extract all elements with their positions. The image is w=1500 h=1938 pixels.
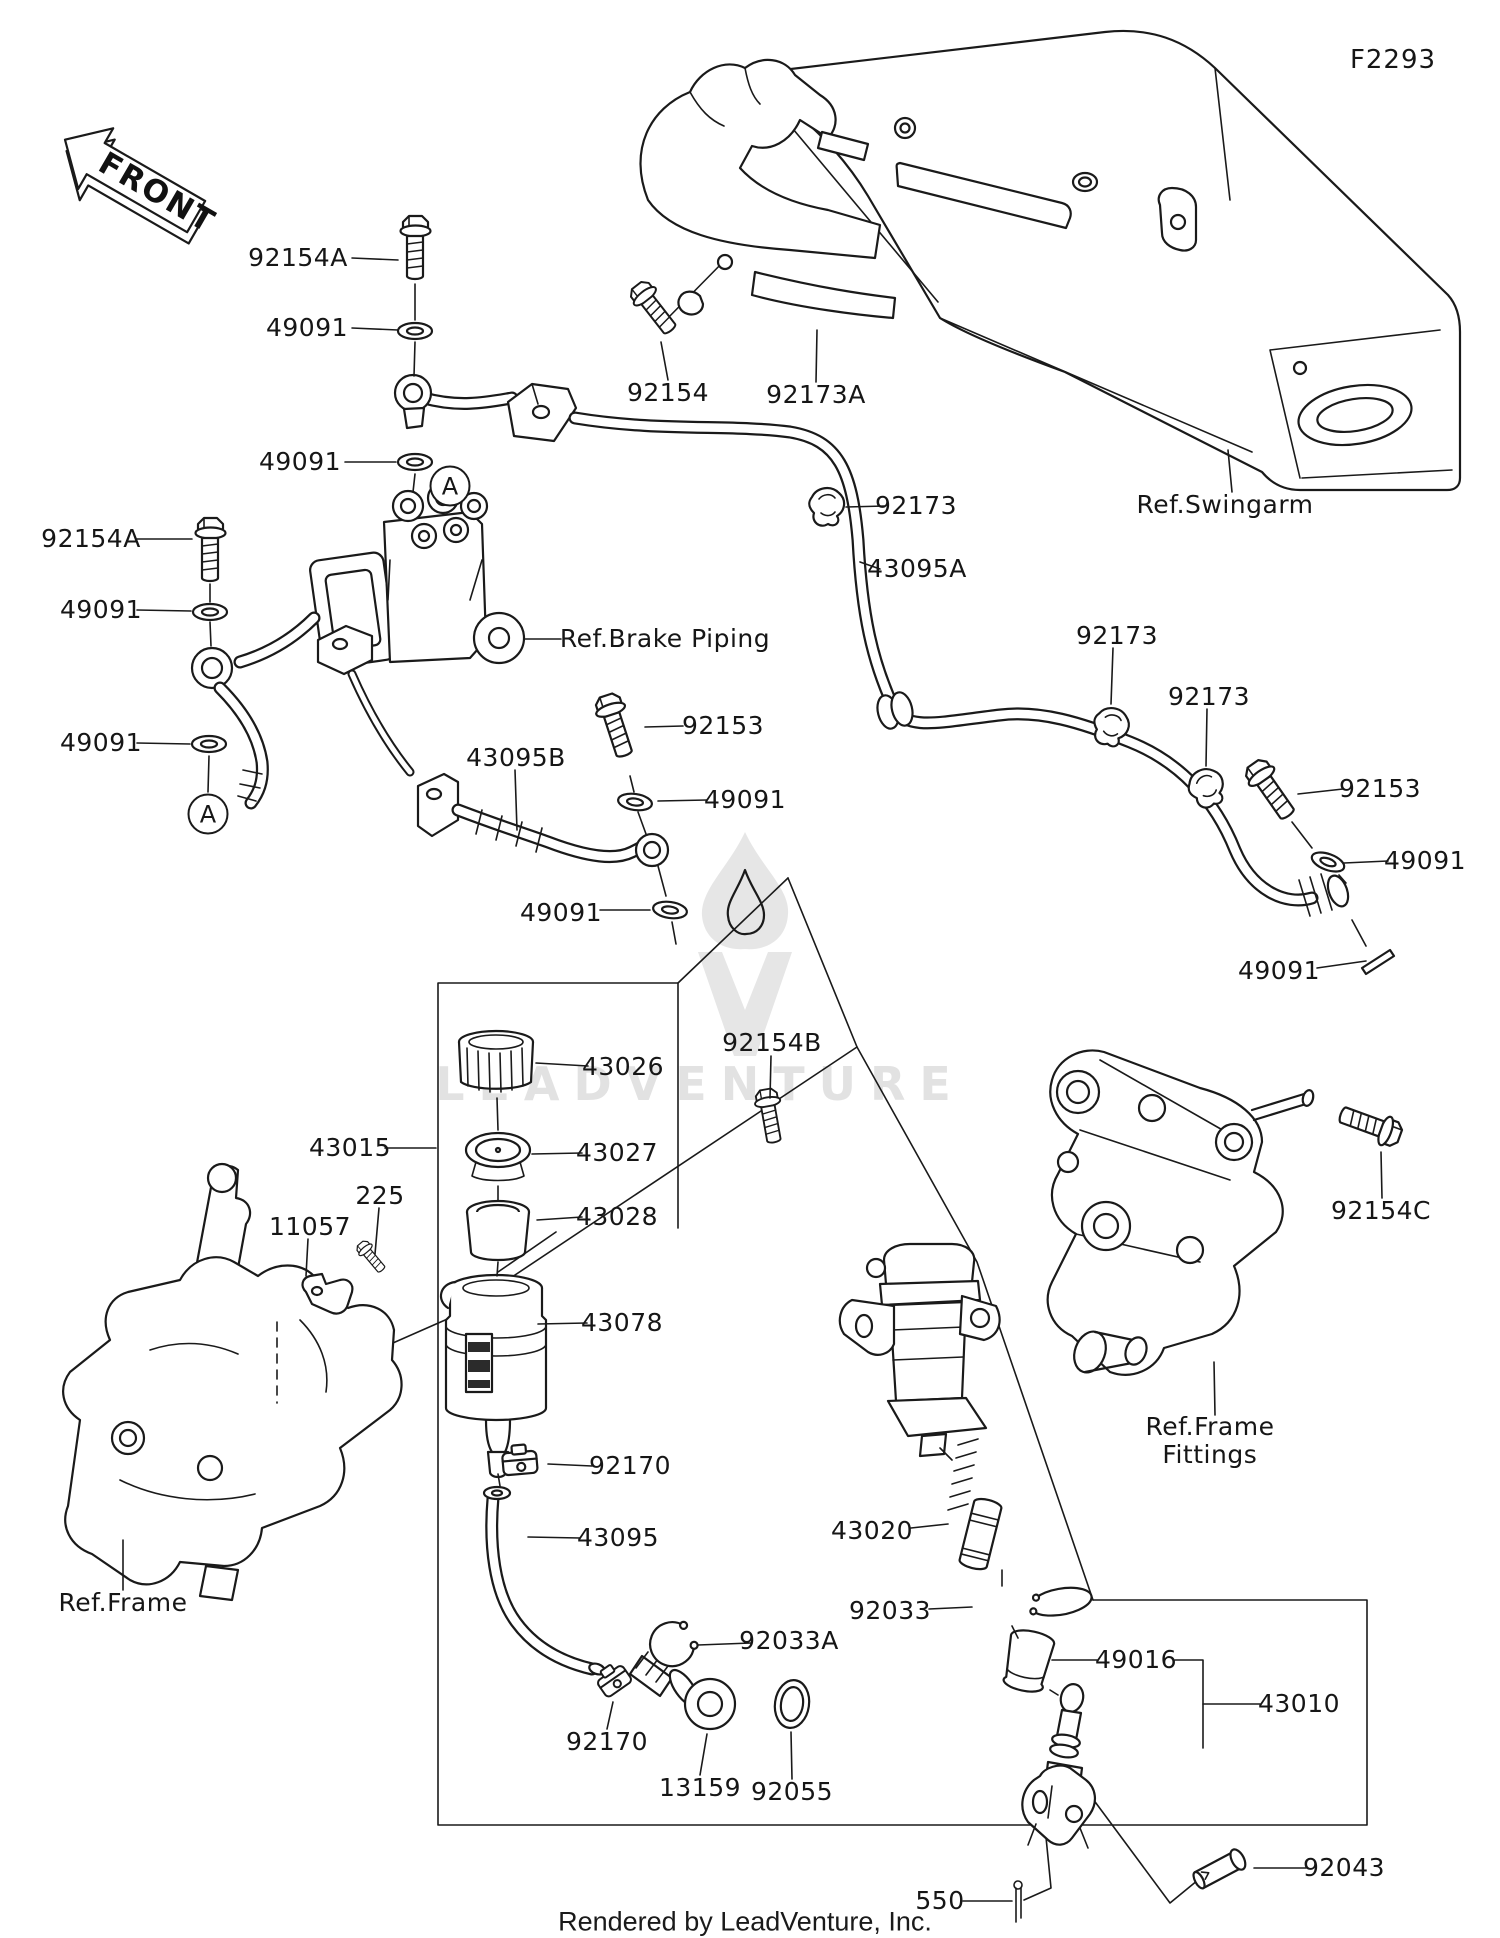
part-callout-43027[interactable]: 43027: [575, 1138, 659, 1167]
figure-code: F2293: [1349, 45, 1437, 75]
part-callout-92055[interactable]: 92055: [750, 1777, 834, 1806]
reservoir-group-drawing: [439, 1029, 811, 1731]
swingarm-drawing: [738, 29, 1462, 492]
part-callout-43078[interactable]: 43078: [580, 1308, 664, 1337]
part-callout-49091-l2[interactable]: 49091: [59, 728, 143, 757]
ref-label-ref-frame[interactable]: Ref.Frame: [58, 1588, 188, 1617]
render-credit: Rendered by LeadVenture, Inc.: [558, 1906, 932, 1937]
brake-hoses-drawing: [190, 283, 1367, 947]
part-callout-11057[interactable]: 11057: [268, 1212, 352, 1241]
part-callout-43095[interactable]: 43095: [576, 1523, 660, 1552]
frame-drawing: [62, 1162, 403, 1602]
part-callout-43020[interactable]: 43020: [830, 1516, 914, 1545]
part-callout-43028[interactable]: 43028: [575, 1202, 659, 1231]
part-callout-550[interactable]: 550: [915, 1886, 965, 1915]
part-callout-92154b[interactable]: 92154B: [722, 1028, 822, 1057]
part-callout-92033[interactable]: 92033: [848, 1596, 932, 1625]
part-callout-92173a[interactable]: 92173A: [766, 380, 866, 409]
part-callout-13159[interactable]: 13159: [658, 1773, 742, 1802]
view-marker-a: A: [187, 793, 229, 835]
master-cylinder-group-drawing: [838, 1242, 1247, 1923]
part-callout-43015[interactable]: 43015: [308, 1133, 392, 1162]
part-callout-49016[interactable]: 49016: [1094, 1645, 1178, 1674]
ref-label-ref-frame-fittings[interactable]: Ref.Frame Fittings: [1145, 1412, 1275, 1469]
part-callout-92153-mid[interactable]: 92153: [681, 711, 765, 740]
part-callout-92173-1[interactable]: 92173: [874, 491, 958, 520]
ref-label-ref-brake-piping[interactable]: Ref.Brake Piping: [559, 624, 771, 653]
part-callout-92170-upper[interactable]: 92170: [588, 1451, 672, 1480]
part-callout-43010[interactable]: 43010: [1257, 1689, 1341, 1718]
part-callout-49091-abs[interactable]: 49091: [258, 447, 342, 476]
part-callout-92043[interactable]: 92043: [1302, 1853, 1386, 1882]
view-marker-a: A: [429, 465, 471, 507]
part-callout-49091-l1[interactable]: 49091: [59, 595, 143, 624]
abs-unit-drawing: [309, 481, 526, 669]
part-callout-92153-right[interactable]: 92153: [1338, 774, 1422, 803]
part-callout-43095b[interactable]: 43095B: [466, 743, 566, 772]
part-callout-225[interactable]: 225: [355, 1181, 405, 1210]
leader-lines: [122, 257, 1389, 1902]
part-callout-49091-m2[interactable]: 49091: [519, 898, 603, 927]
part-callout-92170-lower[interactable]: 92170: [565, 1727, 649, 1756]
hose-bracket-92173a-drawing: [639, 58, 897, 320]
frame-fittings-drawing: [1046, 1049, 1315, 1376]
part-callout-49091-m1[interactable]: 49091: [703, 785, 787, 814]
part-callout-92154a-left[interactable]: 92154A: [41, 524, 141, 553]
part-callout-92173-2[interactable]: 92173: [1075, 621, 1159, 650]
part-callout-92033a[interactable]: 92033A: [739, 1626, 839, 1655]
part-callout-49091-r1[interactable]: 49091: [1383, 846, 1467, 875]
part-callout-92154c[interactable]: 92154C: [1331, 1196, 1431, 1225]
part-callout-43095a[interactable]: 43095A: [867, 554, 967, 583]
part-callout-92173-3[interactable]: 92173: [1167, 682, 1251, 711]
ref-label-ref-swingarm[interactable]: Ref.Swingarm: [1136, 490, 1314, 519]
part-callout-92154[interactable]: 92154: [626, 378, 710, 407]
fasteners-bottom-drawing: [301, 1086, 1407, 1465]
part-callout-49091-top[interactable]: 49091: [265, 313, 349, 342]
part-callout-49091-r2[interactable]: 49091: [1237, 956, 1321, 985]
fasteners-top-drawing: [190, 214, 1396, 976]
part-callout-43026[interactable]: 43026: [581, 1052, 665, 1081]
detail-view-boxes: [271, 256, 1368, 1904]
part-callout-92154a-top[interactable]: 92154A: [248, 243, 348, 272]
